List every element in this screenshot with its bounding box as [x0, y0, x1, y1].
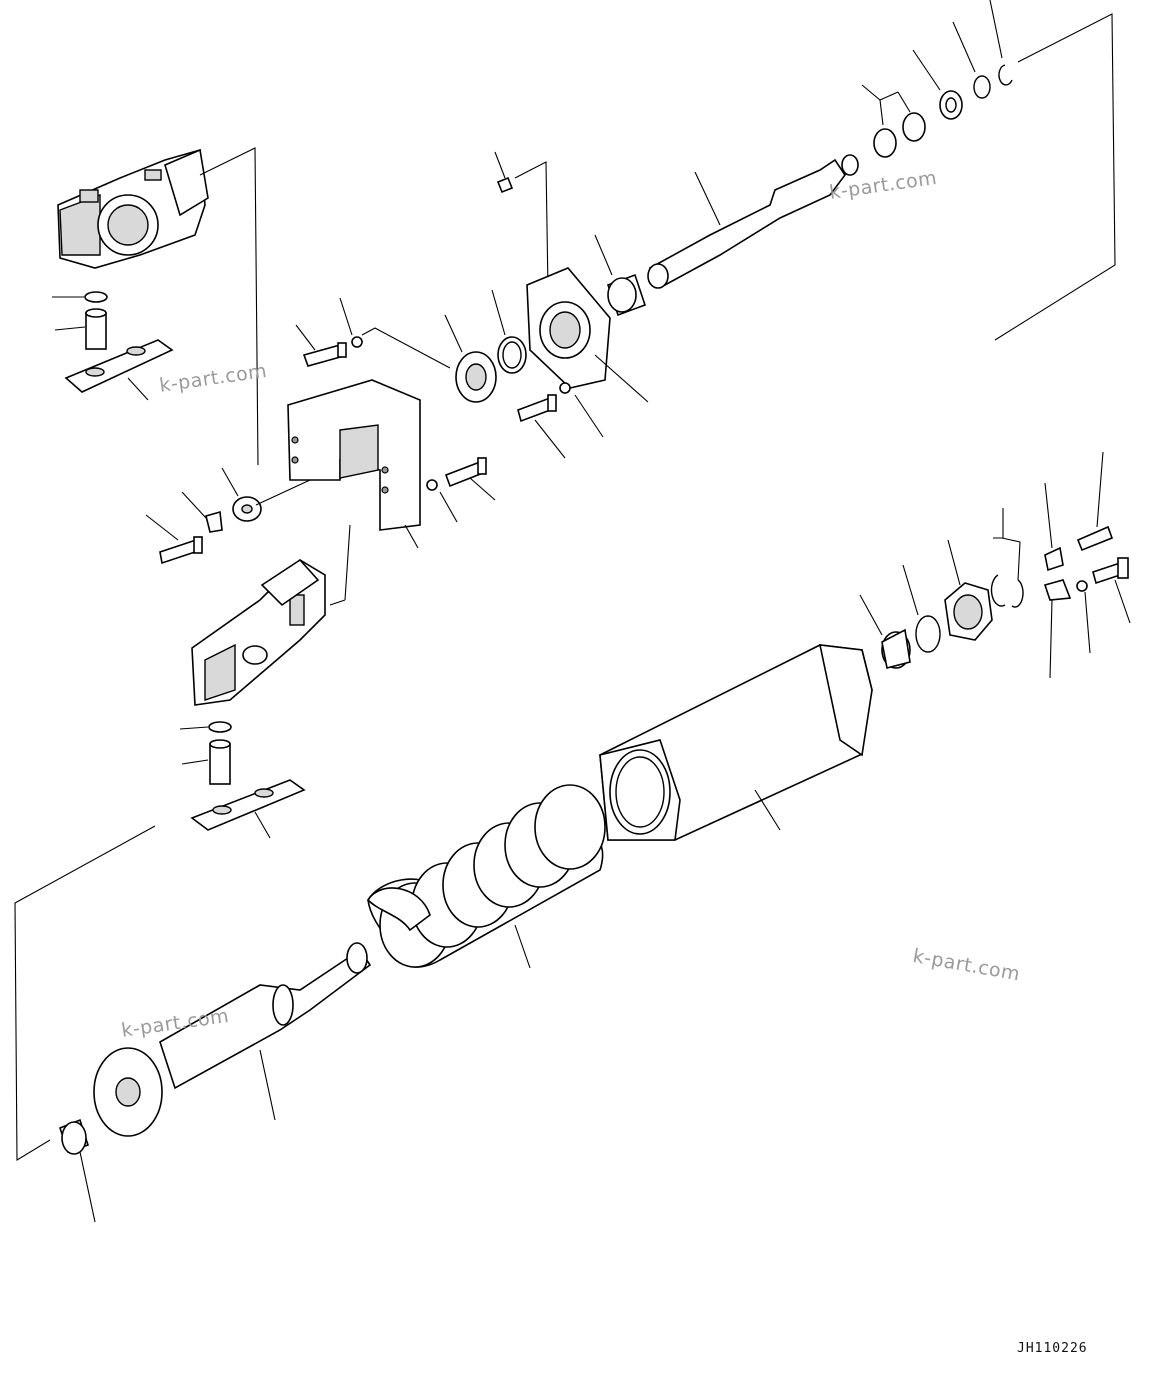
yoke-bracket	[145, 297, 451, 606]
drawing-code: JH110226	[1017, 1341, 1088, 1356]
upper-frame-assembly	[52, 147, 259, 466]
lower-rod-assembly	[14, 825, 372, 1223]
cylinder-housing	[599, 451, 1131, 841]
piston-rod-assembly	[426, 0, 1116, 523]
lower-frame-assembly	[179, 558, 326, 839]
recoil-spring	[366, 784, 606, 969]
